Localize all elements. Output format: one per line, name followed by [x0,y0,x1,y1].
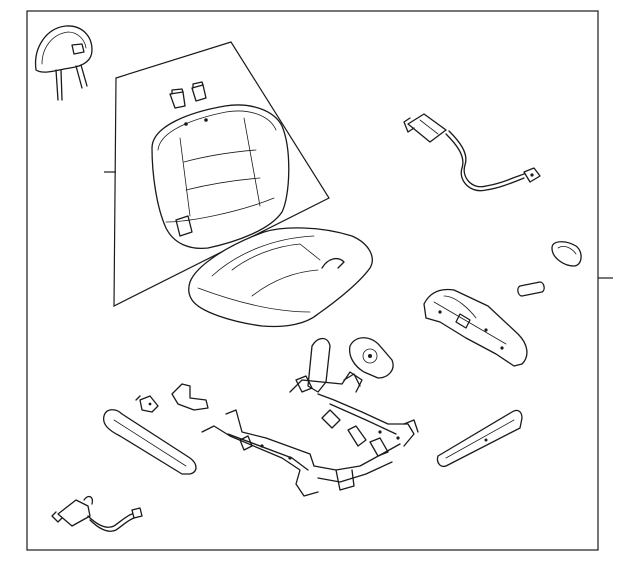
track-cover-left [102,409,197,475]
seat-frame [201,337,419,497]
recliner-cover [348,337,394,379]
recliner-knob [551,241,582,267]
headrest [34,25,93,101]
seat-cushion [188,227,373,328]
sensor-harness [51,495,143,532]
cushion-group-panel [113,41,330,307]
slide-knob [517,281,545,297]
headrest-guides [169,81,207,109]
seat-switch-harness [403,113,541,192]
track-cover-right [436,409,523,468]
bracket-hook [171,383,209,411]
diagram-frame [26,10,599,551]
seat-back [151,104,290,250]
bracket-small [135,395,159,413]
side-shield [423,288,528,367]
